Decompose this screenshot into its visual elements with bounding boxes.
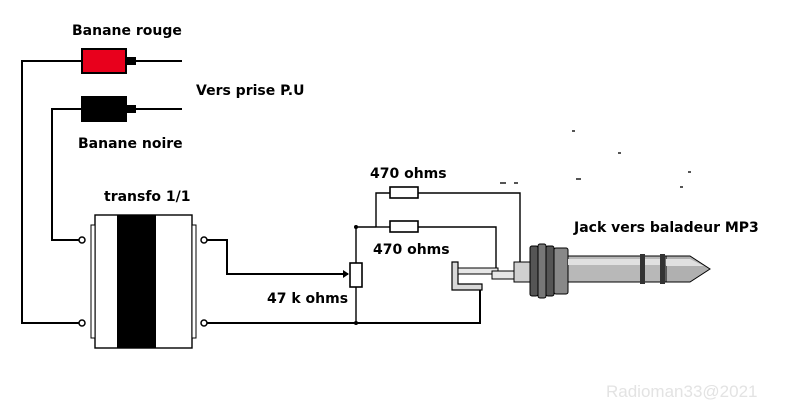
red-banana-plug: [81, 48, 182, 74]
watermark: Radioman33@2021: [606, 382, 757, 401]
label-jack: Jack vers baladeur MP3: [573, 220, 759, 236]
transformer: [78, 214, 208, 349]
label-black-plug: Banane noire: [78, 136, 183, 152]
jack-plug: [451, 243, 711, 299]
output-wires: [207, 192, 521, 325]
label-resistor-top: 470 ohms: [370, 166, 447, 182]
label-transformer: transfo 1/1: [104, 189, 191, 205]
label-resistor-bottom: 470 ohms: [373, 242, 450, 258]
black-plug-body: [81, 96, 127, 122]
label-potentiometer: 47 k ohms: [267, 291, 348, 307]
potentiometer: [343, 262, 363, 288]
black-banana-plug: [81, 96, 182, 122]
label-to-pickup: Vers prise P.U: [196, 83, 304, 99]
resistor-top: [389, 186, 419, 199]
label-red-plug: Banane rouge: [72, 23, 182, 39]
red-plug-body: [81, 48, 127, 74]
stray-marks: [500, 130, 691, 188]
resistor-bottom: [389, 220, 419, 233]
input-wires: [21, 60, 82, 324]
